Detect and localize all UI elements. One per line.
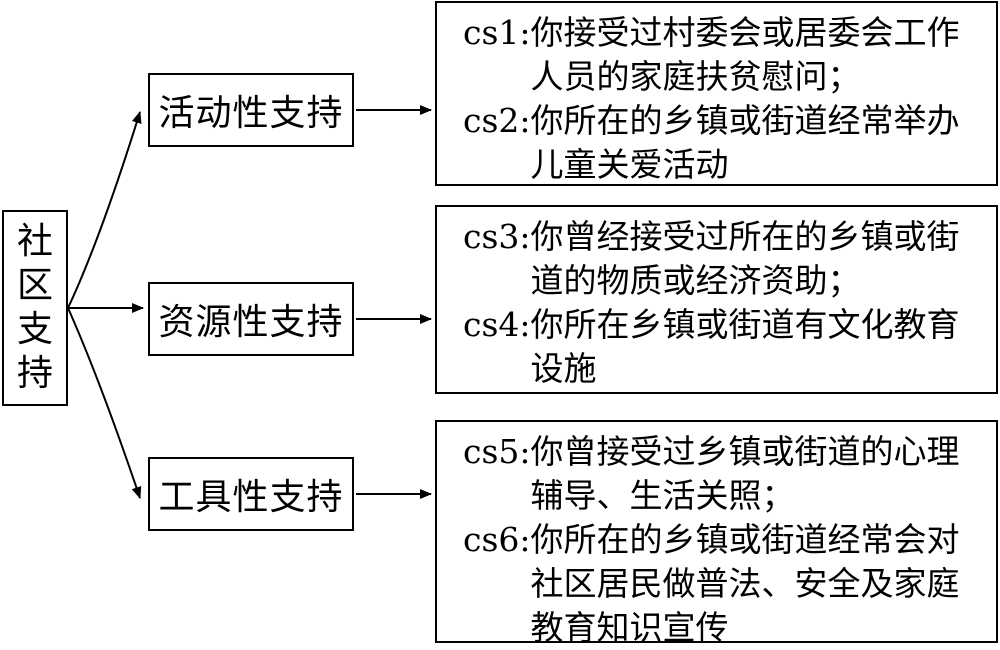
indicator-text: 你所在乡镇或街道有文化教育设施 <box>530 305 960 388</box>
detail-box-resource-support: cs3: 你曾经接受过所在的乡镇或街道的物质或经济资助； cs4: 你所在乡镇或… <box>435 205 998 394</box>
root-label-char: 社 <box>16 221 53 262</box>
detail-box-tool-support: cs5: 你曾接受过乡镇或街道的心理辅导、生活关照； cs6: 你所在的乡镇或街… <box>435 420 998 647</box>
indicator-code: cs6: <box>463 520 531 559</box>
root-label-char: 支 <box>16 309 53 350</box>
arrow-root-to-tool <box>67 307 142 499</box>
indicator-code: cs5: <box>463 432 531 471</box>
indicator-item: cs1: 你接受过村委会或居委会工作人员的家庭扶贫慰问； <box>463 11 986 99</box>
root-label-char: 持 <box>16 353 53 394</box>
branch-label: 工具性支持 <box>158 477 344 518</box>
indicator-text: 你曾接受过乡镇或街道的心理辅导、生活关照； <box>530 432 960 515</box>
indicator-item: cs6: 你所在的乡镇或街道经常会对社区居民做普法、安全及家庭教育知识宣传 <box>463 518 986 650</box>
indicator-code: cs3: <box>463 217 531 256</box>
indicator-code: cs2: <box>463 101 531 140</box>
indicator-item: cs4: 你所在乡镇或街道有文化教育设施 <box>463 303 986 391</box>
indicator-text: 你接受过村委会或居委会工作人员的家庭扶贫慰问； <box>530 13 960 96</box>
detail-box-activity-support: cs1: 你接受过村委会或居委会工作人员的家庭扶贫慰问； cs2: 你所在的乡镇… <box>435 1 998 186</box>
indicator-text: 你所在的乡镇或街道经常举办儿童关爱活动 <box>530 101 960 184</box>
arrow-root-to-activity <box>67 111 142 309</box>
branch-node-resource-support: 资源性支持 <box>148 282 354 356</box>
root-node-label: 社 区 支 持 <box>4 212 66 404</box>
indicator-text: 你曾经接受过所在的乡镇或街道的物质或经济资助； <box>530 217 960 300</box>
indicator-item: cs2: 你所在的乡镇或街道经常举办儿童关爱活动 <box>463 99 986 187</box>
root-node-community-support: 社 区 支 持 <box>2 210 68 406</box>
branch-node-tool-support: 工具性支持 <box>148 457 354 531</box>
root-label-char: 区 <box>16 265 53 306</box>
indicator-item: cs5: 你曾接受过乡镇或街道的心理辅导、生活关照； <box>463 430 986 518</box>
indicator-code: cs1: <box>463 13 531 52</box>
branch-node-activity-support: 活动性支持 <box>148 73 354 147</box>
indicator-item: cs3: 你曾经接受过所在的乡镇或街道的物质或经济资助； <box>463 215 986 303</box>
indicator-text: 你所在的乡镇或街道经常会对社区居民做普法、安全及家庭教育知识宣传 <box>530 520 960 647</box>
branch-label: 资源性支持 <box>158 302 344 343</box>
branch-label: 活动性支持 <box>158 93 344 134</box>
indicator-code: cs4: <box>463 305 531 344</box>
